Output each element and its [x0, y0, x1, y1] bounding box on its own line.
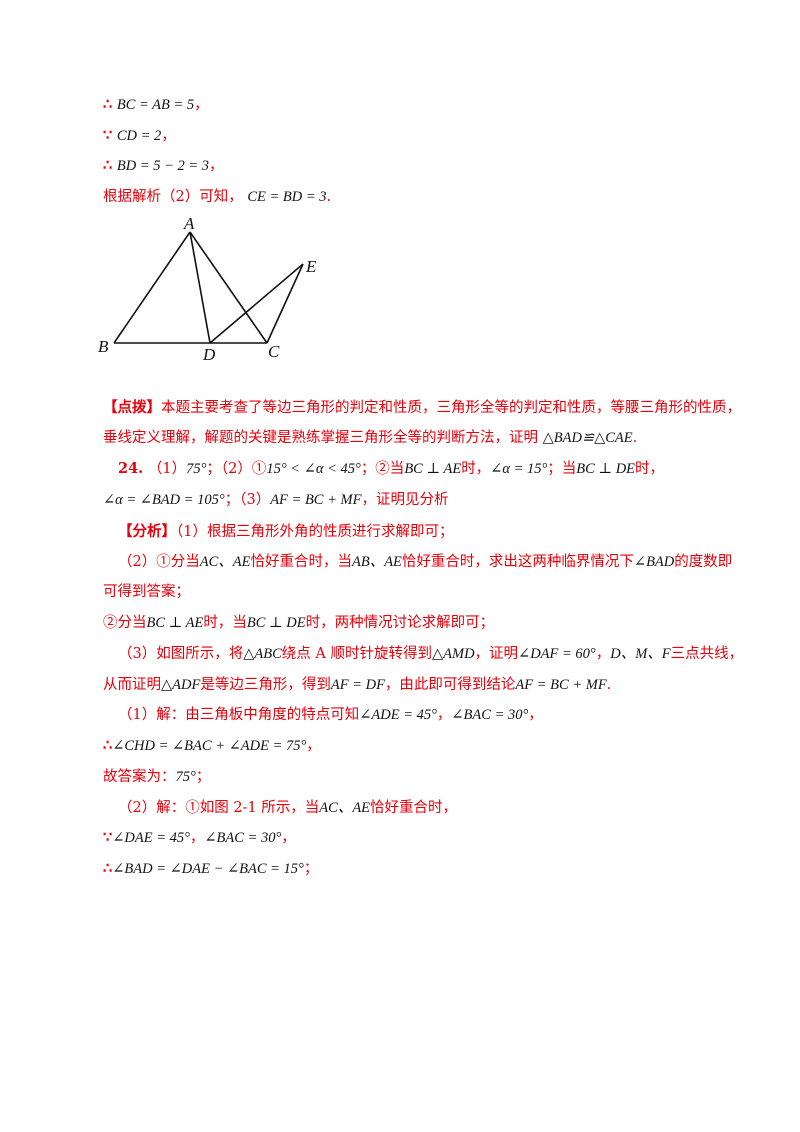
equation: CE = BD = 3	[247, 189, 327, 205]
equation: BC = AB = 5	[116, 97, 195, 113]
vertex-label-a: A	[183, 218, 195, 233]
hint-paragraph-line-1: 【点拨】本题主要考查了等边三角形的判定和性质，三角形全等的判定和性质，等腰三角形…	[103, 399, 741, 416]
therefore-symbol: ∴	[103, 860, 113, 877]
equation: CD = 2	[116, 128, 162, 144]
proof-line-4: 根据解析（2）可知， CE = BD = 3.	[103, 189, 332, 205]
q24-answer-line-1: 24. （1）75°；（2）①15° < ∠α < 45°；②当BC ⊥ AE时…	[118, 460, 665, 477]
hint-paragraph-line-2: 垂线定义理解，解题的关键是熟练掌握三角形全等的判断方法，证明 △BAD≌△CAE…	[103, 430, 638, 446]
vertex-label-c: C	[268, 342, 280, 361]
proof-line-3: ∴ BD = 5 − 2 = 3，	[103, 157, 224, 174]
solution-line-1: （1）解：由三角板中角度的特点可知∠ADE = 45°，∠BAC = 30°，	[118, 707, 543, 723]
q24-answer-line-2: ∠α = ∠BAD = 105°；（3）AF = BC + MF，证明见分析	[103, 492, 449, 508]
segment-ba	[113, 231, 191, 344]
proof-line-1: ∴ BC = AB = 5，	[103, 96, 209, 113]
solution-line-5: ∵∠DAE = 45°，∠BAC = 30°，	[103, 829, 296, 846]
segment-ce	[266, 263, 304, 344]
vertex-label-e: E	[305, 257, 317, 276]
proof-line-2: ∵ CD = 2，	[103, 127, 176, 144]
vertex-label-d: D	[202, 345, 216, 364]
question-number: 24.	[118, 460, 144, 477]
segment-ad	[189, 231, 211, 344]
analysis-line-3: 可得到答案；	[103, 584, 190, 600]
solution-line-4: （2）解：①如图 2-1 所示，当AC、AE恰好重合时，	[118, 800, 458, 816]
segment-de	[209, 263, 304, 344]
triangle-diagram: A B C D E	[98, 214, 317, 364]
analysis-line-2: （2）①分当AC、AE恰好重合时，当AB、AE恰好重合时，求出这两种临界情况下∠…	[118, 554, 733, 570]
hint-tag: 【点拨】	[103, 399, 161, 416]
because-symbol: ∵	[103, 127, 113, 144]
because-symbol: ∵	[103, 829, 113, 846]
analysis-line-6: 从而证明△ADF是等边三角形，得到AF = DF，由此即可得到结论AF = BC…	[103, 677, 612, 693]
equation: BD = 5 − 2 = 3	[116, 158, 210, 174]
analysis-line-4: ②分当BC ⊥ AE时，当BC ⊥ DE时，两种情况讨论求解即可；	[103, 615, 495, 631]
therefore-symbol: ∴	[103, 737, 113, 754]
segment-ac	[189, 231, 268, 344]
analysis-line-5: （3）如图所示，将△ABC绕点 A 顺时针旋转得到△AMD，证明∠DAF = 6…	[118, 646, 744, 662]
solution-line-2: ∴∠CHD = ∠BAC + ∠ADE = 75°，	[103, 737, 321, 754]
geometry-figure: A B C D E	[92, 214, 332, 366]
analysis-line-1: 【分析】（1）根据三角形外角的性质进行求解即可；	[118, 523, 454, 540]
solution-line-3: 故答案为：75°；	[103, 769, 211, 785]
therefore-symbol: ∴	[103, 96, 113, 113]
solution-line-6: ∴∠BAD = ∠DAE − ∠BAC = 15°；	[103, 860, 319, 877]
vertex-label-b: B	[98, 337, 109, 356]
analysis-tag: 【分析】	[118, 523, 176, 540]
equation: △BAD≌△CAE	[542, 430, 633, 446]
therefore-symbol: ∴	[103, 157, 113, 174]
